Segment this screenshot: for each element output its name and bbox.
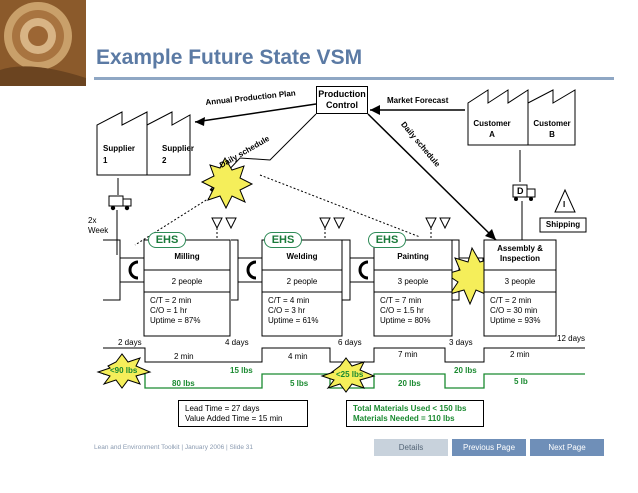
timeline-day-1: 2 days bbox=[118, 338, 142, 347]
production-control-box: Production Control bbox=[316, 86, 368, 114]
painting-data-box: C/T = 7 min C/O = 1.5 hr Uptime = 80% bbox=[376, 294, 454, 326]
shipping-label: Shipping bbox=[545, 220, 581, 229]
process-painting-title: Painting bbox=[397, 252, 429, 261]
painting-uptime: Uptime = 80% bbox=[380, 316, 431, 325]
milling-co: C/O = 1 hr bbox=[150, 306, 188, 315]
supplier-1-label: Supplier 1 bbox=[103, 144, 136, 165]
timeline-time-2: 4 min bbox=[288, 352, 308, 361]
ehs-tag-painting: EHS bbox=[368, 232, 406, 248]
assembly-data-box: C/T = 2 min C/O = 30 min Uptime = 93% bbox=[486, 294, 558, 326]
welding-uptime: Uptime = 61% bbox=[268, 316, 319, 325]
production-control-label: Production Control bbox=[318, 89, 366, 110]
ehs-tag-milling: EHS bbox=[148, 232, 186, 248]
page-title: Example Future State VSM bbox=[96, 46, 363, 69]
timeline-day-4: 3 days bbox=[449, 338, 473, 347]
customer-a-label: Customer A bbox=[473, 119, 511, 139]
process-assembly-title: Assembly & Inspection bbox=[497, 244, 543, 263]
timeline-days-line bbox=[103, 347, 585, 363]
painting-ct: C/T = 7 min bbox=[380, 296, 422, 305]
milling-data-box: C/T = 2 min C/O = 1 hr Uptime = 87% bbox=[146, 294, 232, 326]
painting-people: 3 people bbox=[397, 277, 429, 286]
burst-label-90: <90 lbs bbox=[110, 366, 138, 375]
welding-data-box: C/T = 4 min C/O = 3 hr Uptime = 61% bbox=[264, 294, 344, 326]
timeline-day-2: 4 days bbox=[225, 338, 249, 347]
total-materials-used: Total Materials Used < 150 lbs bbox=[353, 404, 467, 413]
milling-uptime: Uptime = 87% bbox=[150, 316, 201, 325]
milling-ct: C/T = 2 min bbox=[150, 296, 192, 305]
materials-bottom-1: 80 lbs bbox=[172, 379, 195, 388]
materials-summary-box: Total Materials Used < 150 lbs Materials… bbox=[346, 400, 484, 427]
market-forecast-label: Market Forecast bbox=[387, 96, 449, 105]
assembly-uptime: Uptime = 93% bbox=[490, 316, 541, 325]
previous-page-button[interactable]: Previous Page bbox=[452, 439, 526, 456]
timeline-day-5: 12 days bbox=[557, 334, 586, 343]
burst-label-25: <25 lbs bbox=[336, 370, 364, 379]
painting-co: C/O = 1.5 hr bbox=[380, 306, 424, 315]
assembly-co: C/O = 30 min bbox=[490, 306, 538, 315]
kaizen-burst-schedule bbox=[200, 156, 254, 210]
welding-ct: C/T = 4 min bbox=[268, 296, 310, 305]
materials-top-1: 15 lbs bbox=[230, 366, 253, 375]
delivery-frequency-label: 2x Week bbox=[88, 216, 109, 235]
i-label: I bbox=[563, 200, 566, 209]
lead-time-summary-box: Lead Time = 27 days Value Added Time = 1… bbox=[178, 400, 308, 427]
materials-bottom-3: 20 lbs bbox=[398, 379, 421, 388]
lead-time: Lead Time = 27 days bbox=[185, 404, 260, 413]
welding-people: 2 people bbox=[286, 277, 318, 286]
assembly-ct: C/T = 2 min bbox=[490, 296, 532, 305]
ehs-tag-welding: EHS bbox=[264, 232, 302, 248]
details-button[interactable]: Details bbox=[374, 439, 448, 456]
d-label: D bbox=[517, 186, 524, 196]
timeline-day-3: 6 days bbox=[338, 338, 362, 347]
title-divider bbox=[94, 77, 614, 80]
burst-25lbs bbox=[320, 357, 376, 393]
milling-people: 2 people bbox=[171, 277, 203, 286]
timeline-time-4: 2 min bbox=[510, 350, 530, 359]
materials-needed: Materials Needed = 110 lbs bbox=[353, 414, 455, 423]
timeline-time-1: 2 min bbox=[174, 352, 194, 361]
materials-bottom-2: 5 lbs bbox=[290, 379, 309, 388]
materials-top-2: 20 lbs bbox=[454, 366, 477, 375]
supplier-2-label: Supplier 2 bbox=[162, 144, 195, 165]
corner-decoration-image bbox=[0, 0, 86, 86]
materials-line bbox=[103, 373, 585, 389]
timeline-time-3: 7 min bbox=[398, 350, 418, 359]
next-page-button[interactable]: Next Page bbox=[530, 439, 604, 456]
materials-bottom-4: 5 lb bbox=[514, 377, 528, 386]
value-added-time: Value Added Time = 15 min bbox=[185, 414, 283, 423]
welding-co: C/O = 3 hr bbox=[268, 306, 306, 315]
process-welding-title: Welding bbox=[286, 252, 318, 261]
footer-text: Lean and Environment Toolkit | January 2… bbox=[94, 444, 253, 451]
process-milling-title: Milling bbox=[174, 252, 200, 261]
customer-b-label: Customer B bbox=[533, 119, 571, 139]
assembly-people: 3 people bbox=[504, 277, 536, 286]
burst-90lbs bbox=[96, 353, 152, 389]
customer-factory-icon bbox=[467, 89, 576, 146]
